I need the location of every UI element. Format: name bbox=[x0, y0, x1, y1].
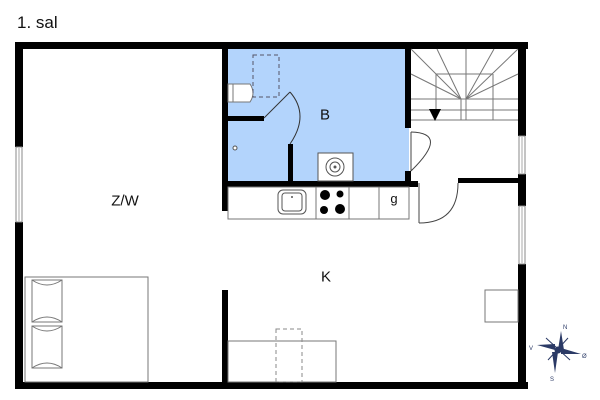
compass-north-label: N bbox=[563, 325, 567, 331]
room-label-kitchen: K bbox=[320, 268, 332, 286]
compass-rose-icon bbox=[537, 331, 581, 373]
interior-walls bbox=[222, 48, 519, 384]
hall-door-lower[interactable] bbox=[418, 182, 459, 224]
outer-walls bbox=[15, 42, 528, 389]
shower-outline bbox=[252, 54, 280, 98]
kitchen-counter bbox=[227, 186, 410, 220]
compass-east-label: Ø bbox=[582, 354, 587, 360]
stove-hob bbox=[320, 190, 345, 214]
compass-south-label: S bbox=[550, 377, 554, 383]
kitchen-sink bbox=[277, 189, 307, 215]
staircase[interactable] bbox=[410, 48, 519, 125]
window-east-upper bbox=[518, 135, 526, 175]
fridge-label: g bbox=[390, 191, 397, 206]
toilet bbox=[227, 83, 254, 103]
dining-table bbox=[227, 328, 337, 383]
washbasin bbox=[317, 152, 354, 182]
compass-west-label: V bbox=[529, 346, 533, 352]
room-label-zw: Z/W bbox=[111, 192, 139, 210]
floor-drain bbox=[232, 145, 238, 151]
floor-title: 1. sal bbox=[17, 13, 58, 32]
stair-down-arrow-icon bbox=[429, 109, 441, 121]
double-bed bbox=[24, 276, 149, 383]
room-label-bathroom: B bbox=[319, 106, 331, 124]
hall-door-upper[interactable] bbox=[410, 131, 431, 172]
window-east-lower bbox=[518, 205, 526, 265]
side-cabinet bbox=[484, 289, 519, 323]
bathroom-door[interactable] bbox=[263, 91, 301, 145]
window-west bbox=[15, 146, 23, 223]
